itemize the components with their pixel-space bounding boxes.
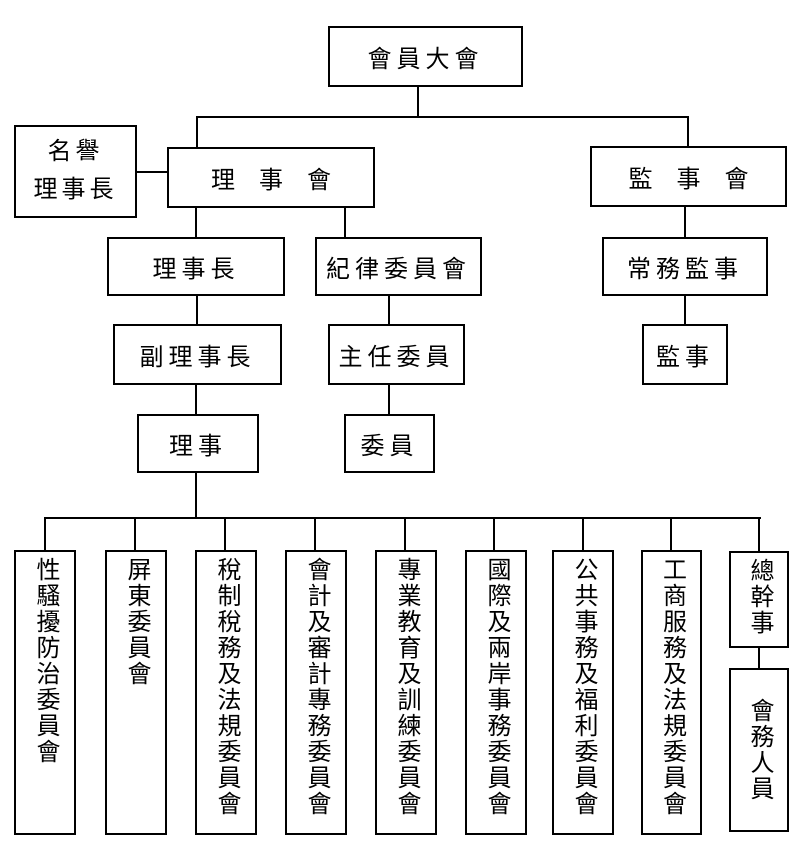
connector-secretary-staff xyxy=(758,646,760,670)
connector-assembly-drop xyxy=(417,87,419,117)
node-committee-pingtung: 屏東委員會 xyxy=(105,550,167,835)
connector-drop-3 xyxy=(224,517,226,551)
node-member-assembly: 會員大會 xyxy=(328,26,523,87)
node-chief-commissioner: 主任委員 xyxy=(328,324,465,385)
committee-label: 屏東委員會 xyxy=(123,557,149,687)
connector-to-supervisors xyxy=(687,116,689,148)
connector-drop-8 xyxy=(670,517,672,551)
staff-label: 會務人員 xyxy=(746,698,772,802)
connector-board-chairman xyxy=(195,207,197,239)
committee-label: 性騷擾防治委員會 xyxy=(32,557,58,765)
node-committee-accounting-auditing: 會計及審計專務委員會 xyxy=(285,550,347,835)
connector-drop-4 xyxy=(314,517,316,551)
node-honorary-chairman: 名譽 理事長 xyxy=(14,125,137,218)
secretary-general-label: 總幹事 xyxy=(746,558,772,636)
node-standing-supervisor: 常務監事 xyxy=(602,237,768,296)
node-committee-sexual-harassment-prevention: 性騷擾防治委員會 xyxy=(14,550,76,835)
node-vice-chairman: 副理事長 xyxy=(113,324,282,385)
connector-drop-2 xyxy=(134,517,136,551)
connector-supervisors-standing xyxy=(684,206,686,239)
node-chairman: 理事長 xyxy=(107,237,285,296)
connector-director-spine xyxy=(195,472,197,519)
committee-label: 專業教育及訓練委員會 xyxy=(393,557,419,817)
node-staff: 會務人員 xyxy=(729,668,789,832)
connector-top-spine xyxy=(196,116,689,118)
connector-drop-7 xyxy=(582,517,584,551)
node-committee-tax-regulations: 稅制稅務及法規委員會 xyxy=(195,550,257,835)
node-committee-education-training: 專業教育及訓練委員會 xyxy=(375,550,437,835)
node-commissioner: 委員 xyxy=(344,414,435,473)
node-board-of-directors: 理 事 會 xyxy=(167,147,375,208)
honorary-chairman-line2: 理事長 xyxy=(33,176,118,203)
connector-standing-supervisor xyxy=(684,295,686,326)
connector-drop-5 xyxy=(404,517,406,551)
connector-chairman-vice xyxy=(196,295,198,326)
connector-honorary-board xyxy=(135,171,169,173)
node-secretary-general: 總幹事 xyxy=(729,551,789,648)
connector-chief-commissioner xyxy=(388,384,390,415)
node-director: 理事 xyxy=(137,414,259,473)
committee-label: 稅制稅務及法規委員會 xyxy=(213,557,239,817)
node-discipline-committee: 紀律委員會 xyxy=(315,237,482,296)
committee-label: 工商服務及法規委員會 xyxy=(658,557,685,817)
connector-discipline-chief xyxy=(388,295,390,326)
connector-to-board xyxy=(196,116,198,149)
node-supervisor: 監事 xyxy=(642,324,728,385)
connector-bottom-spine xyxy=(44,517,761,519)
committee-label: 會計及審計專務委員會 xyxy=(303,557,329,817)
connector-vice-director xyxy=(195,384,197,415)
connector-drop-6 xyxy=(493,517,495,551)
connector-drop-9 xyxy=(758,517,760,551)
committee-label: 公共事務及福利委員會 xyxy=(570,557,596,817)
node-committee-business-services-regulations: 工商服務及法規委員會 xyxy=(641,550,702,835)
node-board-of-supervisors: 監 事 會 xyxy=(590,146,787,207)
honorary-chairman-line1: 名譽 xyxy=(47,139,104,166)
node-committee-international-cross-strait: 國際及兩岸事務委員會 xyxy=(465,550,527,835)
node-committee-public-affairs-welfare: 公共事務及福利委員會 xyxy=(552,550,614,835)
committee-label: 國際及兩岸事務委員會 xyxy=(483,557,509,817)
connector-drop-1 xyxy=(44,517,46,551)
connector-board-discipline xyxy=(344,207,346,239)
